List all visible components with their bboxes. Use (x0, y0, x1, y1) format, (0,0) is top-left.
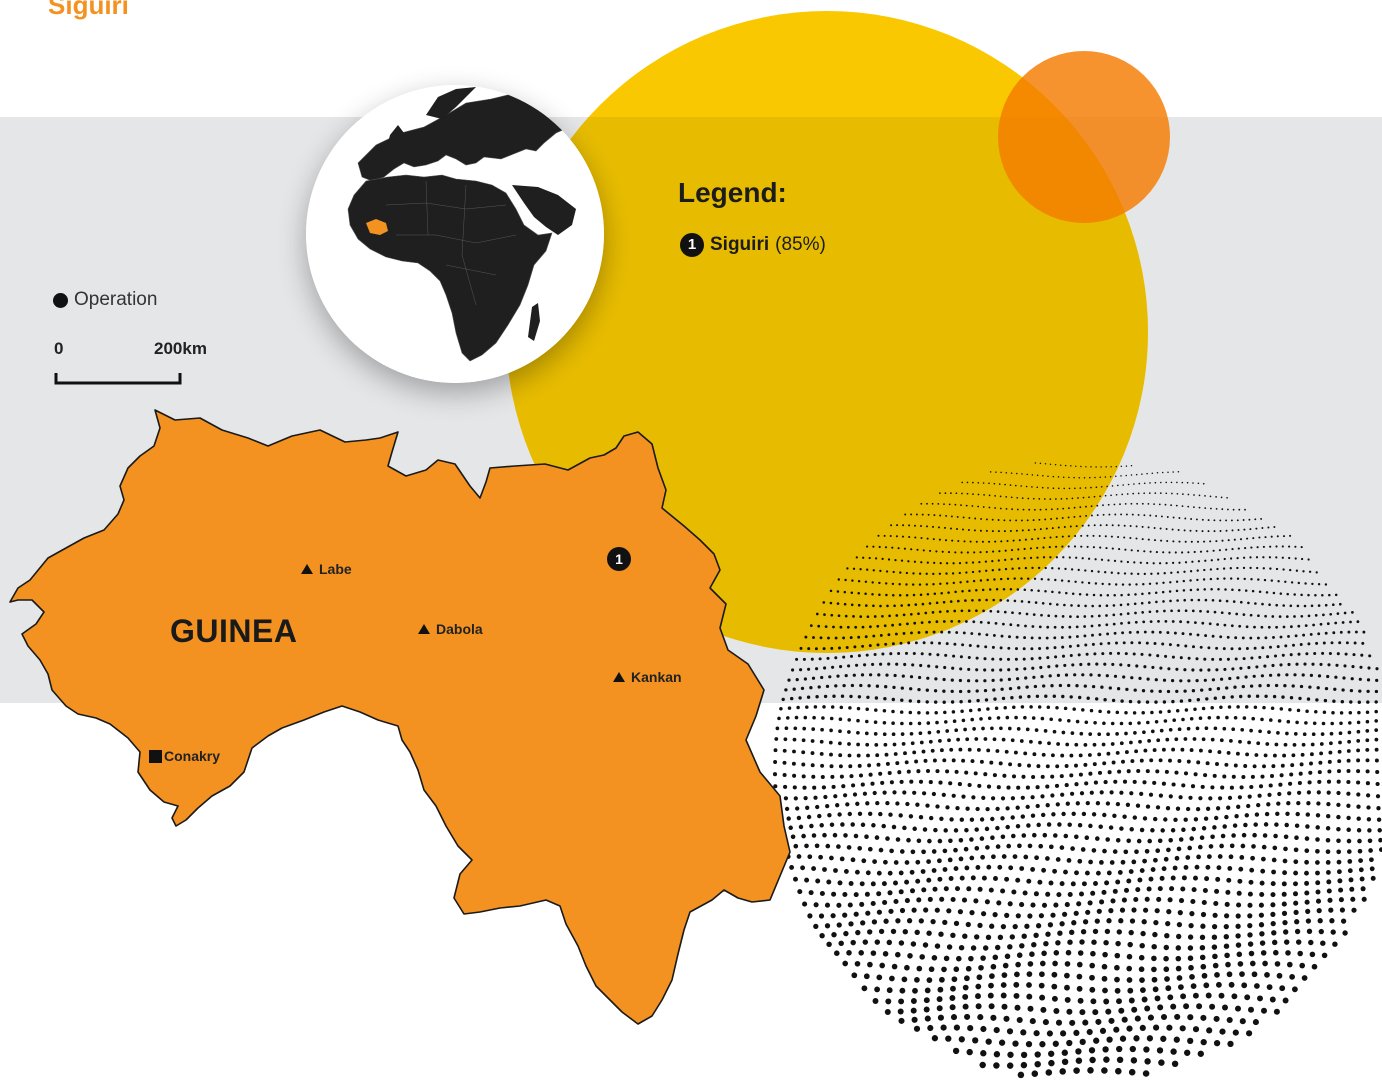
capital-square-icon (149, 749, 162, 763)
madagascar (528, 303, 540, 341)
site-marker-siguiri: 1 (607, 547, 631, 571)
legend-title: Legend: (678, 177, 787, 208)
globe-inset (306, 85, 604, 383)
operation-dot-icon (53, 292, 68, 308)
guinea-highlight (366, 219, 388, 235)
scale-bar-line (54, 373, 182, 385)
africa-landmass (347, 174, 553, 362)
dot-sphere (772, 462, 1382, 1079)
scandinavia (426, 87, 476, 119)
arabia (512, 185, 576, 235)
city-labe: Labe (301, 561, 352, 577)
orange-circle (998, 51, 1170, 223)
town-triangle-icon (301, 564, 313, 574)
city-name: Kankan (631, 669, 682, 685)
legend-item-name: Siguiri (710, 234, 770, 255)
city-conakry: Conakry (149, 748, 220, 764)
uk (388, 125, 404, 149)
legend-item-share: (85%) (775, 234, 826, 255)
scale-start-label: 0 (54, 339, 64, 358)
europe-landmass (357, 92, 575, 182)
legend-item-siguiri: 1 Siguiri (85%) (680, 233, 826, 257)
page-title: Siguiri (48, 0, 129, 20)
operation-label: Operation (74, 289, 158, 310)
city-dabola: Dabola (418, 621, 483, 637)
site-number-badge: 1 (680, 233, 704, 257)
scale-end-label: 200km (154, 339, 207, 358)
town-triangle-icon (613, 672, 625, 682)
city-name: Dabola (436, 621, 483, 637)
city-kankan: Kankan (613, 669, 682, 685)
guinea-country-shape (9, 409, 791, 1025)
city-name: Labe (319, 561, 352, 577)
operation-legend: Operation (53, 289, 157, 311)
city-name: Conakry (164, 748, 221, 764)
town-triangle-icon (418, 624, 430, 634)
globe-map (306, 85, 604, 383)
country-label: GUINEA (170, 613, 298, 649)
scale-bar: 0 200km (54, 339, 207, 389)
